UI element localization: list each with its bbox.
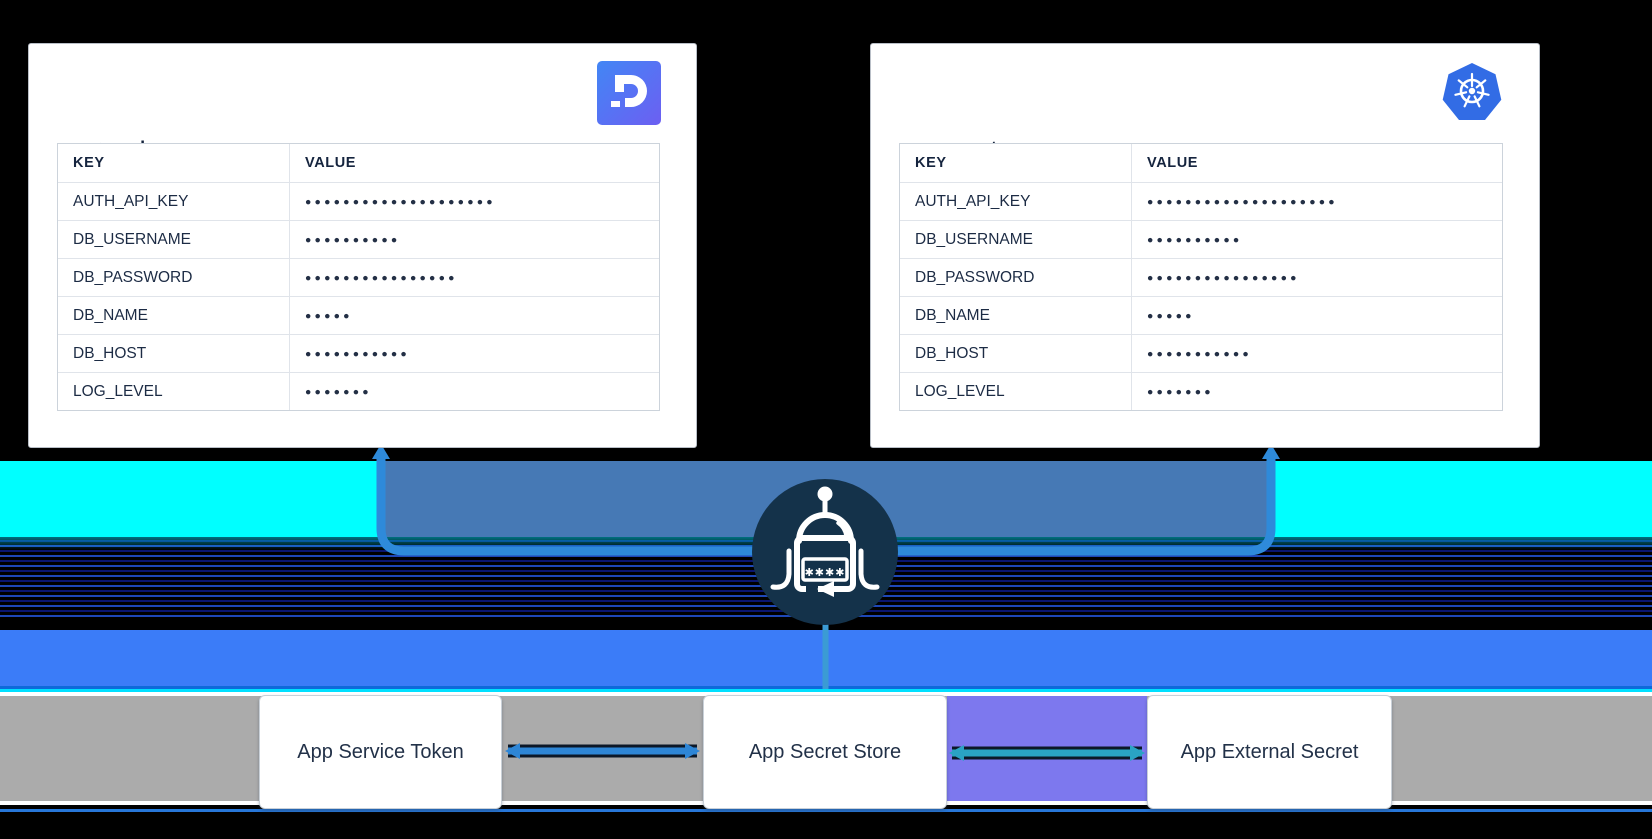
key-column-header: KEY	[900, 144, 1132, 182]
secret-masked-value: ●●●●●	[1147, 309, 1195, 322]
value-column-header: VALUE	[305, 155, 357, 171]
secret-row: DB_HOST ●●●●●●●●●●●	[58, 334, 659, 372]
secret-masked-value: ●●●●●●●●●●●●●●●●	[1147, 271, 1300, 284]
bottom-blue-line	[0, 809, 1652, 812]
secret-row: AUTH_API_KEY ●●●●●●●●●●●●●●●●●●●●	[58, 182, 659, 220]
doppler-config-card: app > prd KEY VALUE AUTH_API_KEY●●●●●●●●…	[28, 43, 697, 448]
secret-row: AUTH_API_KEY ●●●●●●●●●●●●●●●●●●●●	[900, 182, 1502, 220]
secret-row: DB_NAME ●●●●●	[58, 296, 659, 334]
secret-row: DB_PASSWORD ●●●●●●●●●●●●●●●●	[58, 258, 659, 296]
secret-masked-value: ●●●●●	[305, 309, 353, 322]
app-secret-store-box: App Secret Store	[703, 695, 947, 809]
secret-row: DB_USERNAME ●●●●●●●●●●	[900, 220, 1502, 258]
blue-band	[0, 630, 1652, 686]
secret-key: AUTH_API_KEY	[58, 183, 290, 220]
secret-row: LOG_LEVEL ●●●●●●●	[900, 372, 1502, 410]
app-external-secret-label: App External Secret	[1180, 740, 1359, 763]
secret-row: DB_NAME ●●●●●	[900, 296, 1502, 334]
secret-row: DB_USERNAME ●●●●●●●●●●	[58, 220, 659, 258]
violet-band	[947, 696, 1147, 801]
secret-key: DB_HOST	[58, 335, 290, 372]
table-header-row: KEY VALUE	[900, 144, 1502, 182]
app-service-token-box: App Service Token	[259, 695, 502, 809]
secret-masked-value: ●●●●●●●●●●●●●●●●●●●●	[1147, 195, 1338, 208]
doppler-secrets-table: KEY VALUE AUTH_API_KEY●●●●●●●●●●●●●●●●●●…	[57, 143, 660, 411]
secret-masked-value: ●●●●●●●	[1147, 385, 1214, 398]
kubernetes-logo-icon	[1440, 61, 1504, 125]
black-gap-band	[0, 618, 1652, 630]
steel-blue-band	[381, 461, 1271, 537]
secret-row: LOG_LEVEL ●●●●●●●	[58, 372, 659, 410]
kubernetes-secret-card: app-secrets KEY VALUE	[870, 43, 1540, 448]
key-column-header: KEY	[58, 144, 290, 182]
secret-masked-value: ●●●●●●●	[305, 385, 372, 398]
kubernetes-secrets-table: KEY VALUE AUTH_API_KEY●●●●●●●●●●●●●●●●●●…	[899, 143, 1503, 411]
secret-key: DB_NAME	[58, 297, 290, 334]
secret-key: DB_NAME	[900, 297, 1132, 334]
secret-key: LOG_LEVEL	[58, 373, 290, 410]
white-line	[0, 692, 1652, 696]
secret-key: DB_PASSWORD	[58, 259, 290, 296]
secret-key: AUTH_API_KEY	[900, 183, 1132, 220]
secret-masked-value: ●●●●●●●●●●●●●●●●	[305, 271, 458, 284]
cyan-band-right	[1271, 461, 1652, 537]
secret-key: LOG_LEVEL	[900, 373, 1132, 410]
secret-masked-value: ●●●●●●●●●●●	[305, 347, 410, 360]
secret-key: DB_USERNAME	[900, 221, 1132, 258]
table-header-row: KEY VALUE	[58, 144, 659, 182]
doppler-logo-icon	[597, 61, 661, 125]
dither-stripes-band	[0, 537, 1652, 618]
cyan-line	[0, 689, 1652, 692]
app-external-secret-box: App External Secret	[1147, 695, 1392, 809]
secret-masked-value: ●●●●●●●●●●●	[1147, 347, 1252, 360]
secret-key: DB_USERNAME	[58, 221, 290, 258]
app-service-token-label: App Service Token	[297, 740, 464, 763]
secret-key: DB_PASSWORD	[900, 259, 1132, 296]
cyan-band-left	[0, 461, 381, 537]
secret-masked-value: ●●●●●●●●●●	[305, 233, 401, 246]
secret-masked-value: ●●●●●●●●●●	[1147, 233, 1243, 246]
value-column-header: VALUE	[1147, 155, 1199, 171]
secret-row: DB_PASSWORD ●●●●●●●●●●●●●●●●	[900, 258, 1502, 296]
secret-masked-value: ●●●●●●●●●●●●●●●●●●●●	[305, 195, 496, 208]
secret-key: DB_HOST	[900, 335, 1132, 372]
app-secret-store-label: App Secret Store	[748, 740, 902, 763]
secret-row: DB_HOST ●●●●●●●●●●●	[900, 334, 1502, 372]
